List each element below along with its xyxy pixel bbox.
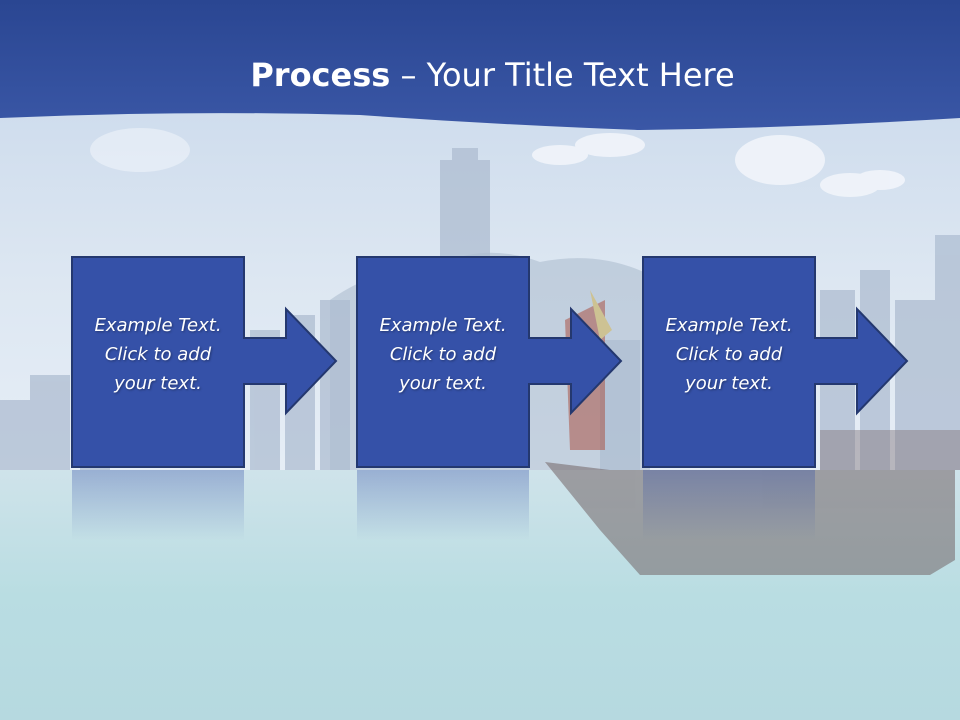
step-3-text[interactable]: Example Text. Click to add your text. xyxy=(643,311,815,398)
step-1-line-2: Click to add xyxy=(104,344,212,365)
process-step-1[interactable] xyxy=(71,256,338,540)
step-3-line-3: your text. xyxy=(685,373,773,394)
step-1-line-1: Example Text. xyxy=(94,315,222,336)
title-rest: Your Title Text Here xyxy=(426,56,735,94)
step-1-line-3: your text. xyxy=(114,373,202,394)
slide-title[interactable]: Process – Your Title Text Here xyxy=(0,52,960,98)
step-2-line-2: Click to add xyxy=(389,344,497,365)
title-dash: – xyxy=(390,56,427,94)
step-3-line-2: Click to add xyxy=(675,344,783,365)
process-step-3[interactable] xyxy=(642,256,909,540)
title-bold-word: Process xyxy=(250,56,391,94)
step-2-line-3: your text. xyxy=(399,373,487,394)
step-2-line-1: Example Text. xyxy=(379,315,507,336)
step-1-text[interactable]: Example Text. Click to add your text. xyxy=(72,311,244,398)
step-2-text[interactable]: Example Text. Click to add your text. xyxy=(357,311,529,398)
step-3-line-1: Example Text. xyxy=(665,315,793,336)
process-step-2[interactable] xyxy=(356,256,623,540)
